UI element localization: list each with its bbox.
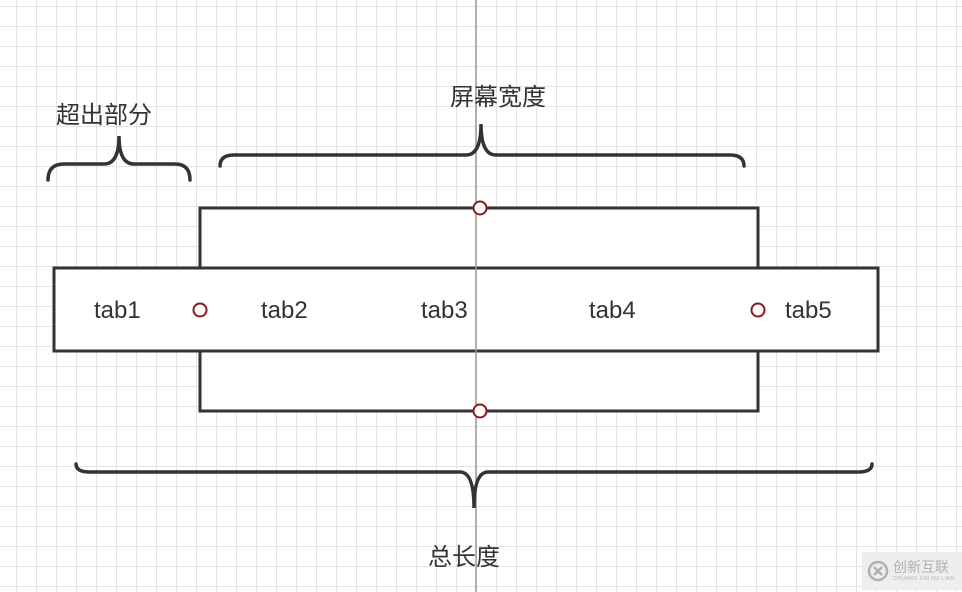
tab-1: tab1 (94, 297, 141, 324)
tab-3: tab3 (421, 297, 468, 324)
bottom-center-marker (472, 403, 488, 419)
total-length-label: 总长度 (428, 543, 500, 571)
tab-4: tab4 (589, 297, 636, 324)
top-center-marker (472, 200, 488, 216)
right-edge-marker (750, 302, 766, 318)
watermark: 创新互联 CHUANG XIN HU LIAN (862, 552, 962, 590)
tab-strip (52, 266, 880, 353)
overflow-label: 超出部分 (56, 101, 152, 129)
screen-width-brace (218, 123, 746, 168)
watermark-subtext: CHUANG XIN HU LIAN (893, 575, 955, 582)
overflow-brace (46, 135, 192, 182)
watermark-logo-icon (867, 560, 889, 582)
left-edge-marker (192, 302, 208, 318)
total-length-brace (74, 462, 874, 509)
watermark-text: 创新互联 (893, 559, 949, 576)
tab-2: tab2 (261, 297, 308, 324)
screen-width-label: 屏幕宽度 (450, 83, 546, 111)
tab-5: tab5 (785, 297, 832, 324)
